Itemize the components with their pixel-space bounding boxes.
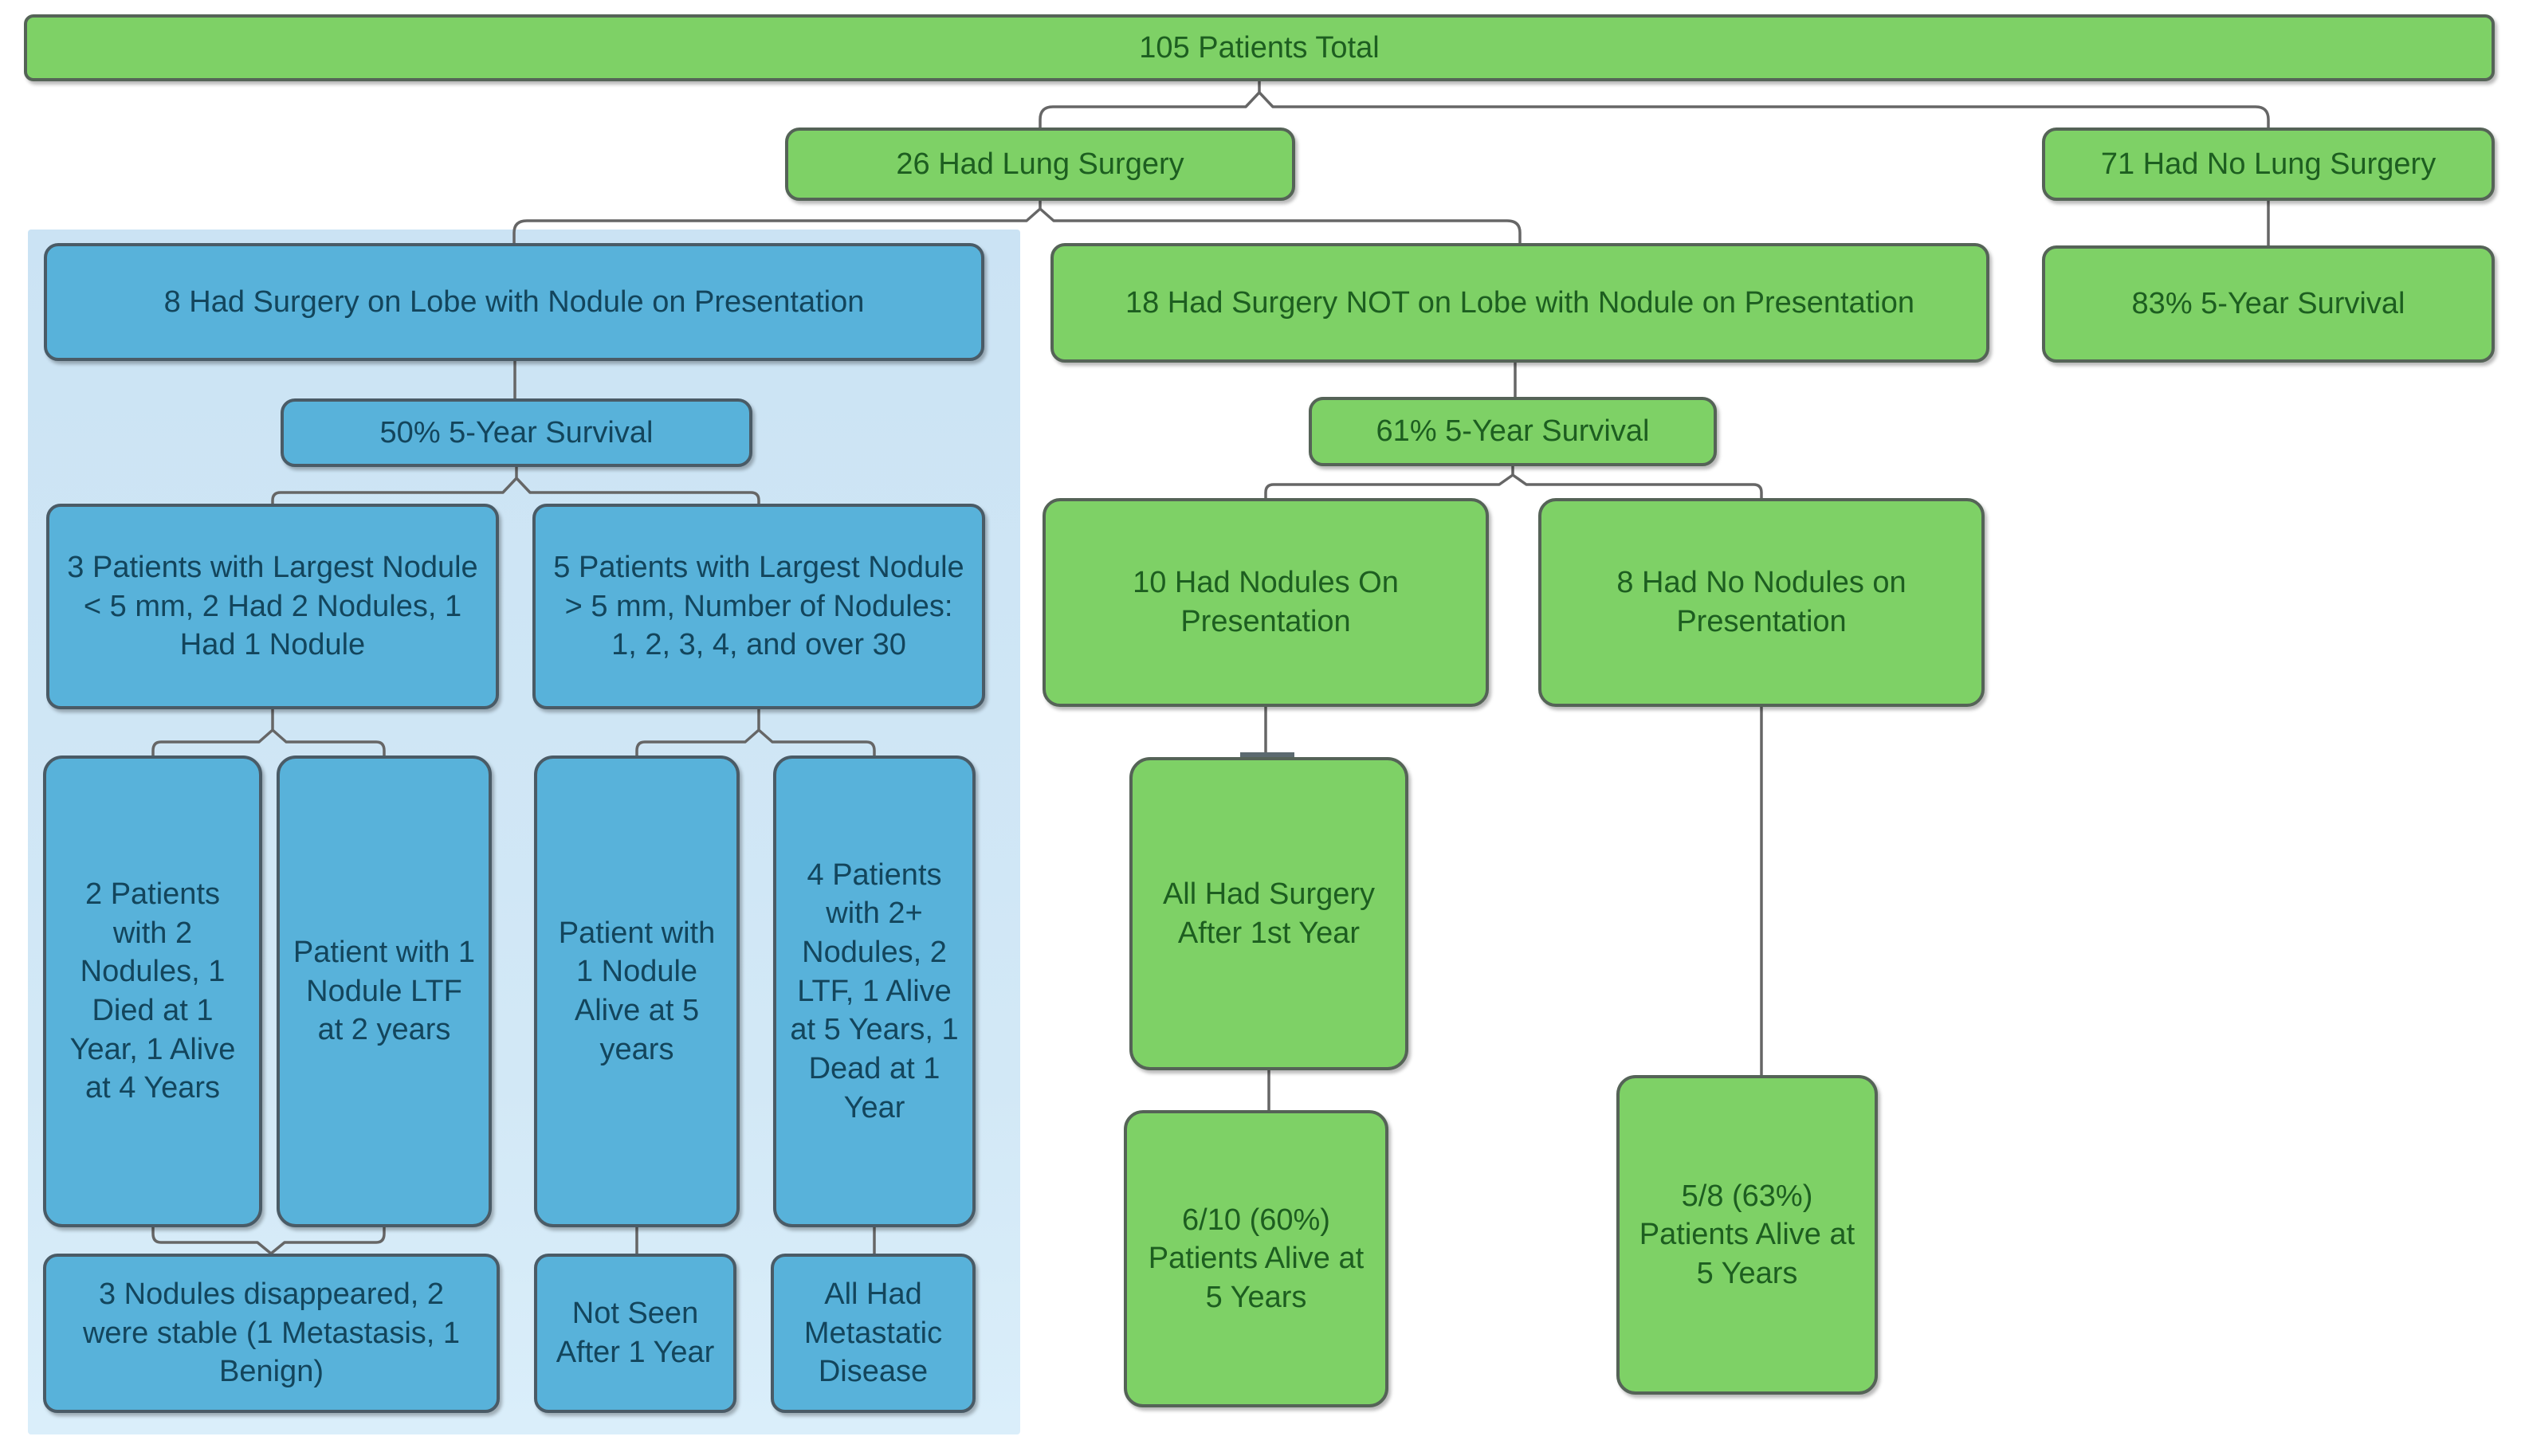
node-largest-nodule-under-5mm: 3 Patients with Largest Nodule < 5 mm, 2… — [46, 504, 499, 709]
node-patient-one-nodule-ltf: Patient with 1 Nodule LTF at 2 years — [277, 755, 492, 1227]
node-surgery-on-lobe: 8 Had Surgery on Lobe with Nodule on Pre… — [44, 243, 984, 361]
node-61-survival: 61% 5-Year Survival — [1309, 397, 1717, 466]
connector-merge-disappeared — [151, 1226, 386, 1255]
node-four-patients-2plus-nodules: 4 Patients with 2+ Nodules, 2 LTF, 1 Ali… — [773, 755, 976, 1227]
node-total-patients: 105 Patients Total — [24, 14, 2495, 81]
node-no-lung-surgery: 71 Had No Lung Surgery — [2042, 128, 2495, 201]
node-surgery-not-on-lobe: 18 Had Surgery NOT on Lobe with Nodule o… — [1050, 243, 1989, 363]
node-no-nodules-on-presentation: 8 Had No Nodules on Presentation — [1538, 498, 1985, 707]
node-two-patients-two-nodules: 2 Patients with 2 Nodules, 1 Died at 1 Y… — [43, 755, 262, 1227]
node-nodules-disappeared: 3 Nodules disappeared, 2 were stable (1 … — [43, 1254, 500, 1413]
node-had-lung-surgery: 26 Had Lung Surgery — [785, 128, 1295, 201]
node-50-survival: 50% 5-Year Survival — [281, 398, 752, 467]
connector-under5-split — [151, 708, 386, 757]
connector-over5-split — [635, 708, 876, 757]
node-not-seen-after-1-year: Not Seen After 1 Year — [534, 1254, 736, 1413]
node-6-of-10-alive: 6/10 (60%) Patients Alive at 5 Years — [1124, 1110, 1388, 1407]
connector-survival50-split — [271, 465, 760, 505]
node-largest-nodule-over-5mm: 5 Patients with Largest Nodule > 5 mm, N… — [532, 504, 985, 709]
node-5-of-8-alive: 5/8 (63%) Patients Alive at 5 Years — [1616, 1075, 1878, 1395]
connector-survival61-split — [1264, 465, 1763, 500]
connector-total-split — [1039, 80, 2270, 129]
node-nodules-on-presentation: 10 Had Nodules On Presentation — [1043, 498, 1489, 707]
node-83-survival: 83% 5-Year Survival — [2042, 245, 2495, 363]
node-all-had-surgery-after-1st-year: All Had Surgery After 1st Year — [1129, 757, 1408, 1070]
node-patient-one-nodule-alive: Patient with 1 Nodule Alive at 5 years — [534, 755, 740, 1227]
connector-anchor-bar — [1240, 752, 1294, 760]
connector-hadsurgery-split — [512, 199, 1522, 245]
node-all-had-metastatic-disease: All Had Metastatic Disease — [771, 1254, 976, 1413]
